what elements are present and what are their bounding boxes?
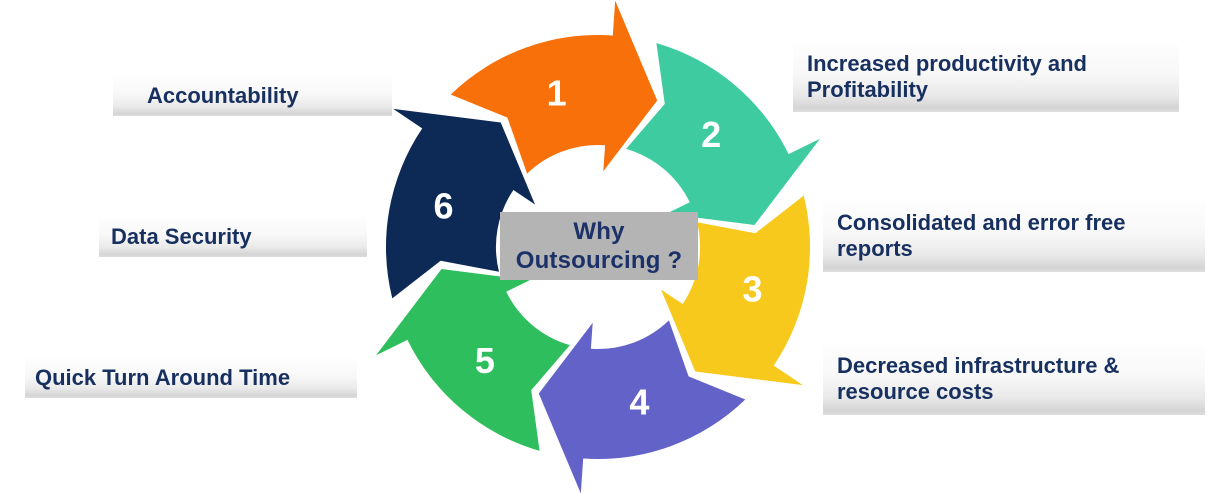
cycle-arrow-4-purple xyxy=(538,320,746,493)
label-increased-productivity-text: Increased productivity and Profitability xyxy=(807,51,1087,102)
label-consolidated-reports: Consolidated and error free reports xyxy=(823,200,1205,272)
label-quick-turn-around-time-text: Quick Turn Around Time xyxy=(35,365,291,390)
cycle-step-number-3: 3 xyxy=(742,268,762,309)
cycle-step-number-5: 5 xyxy=(475,340,495,381)
cycle-step-number-1: 1 xyxy=(547,72,567,113)
cycle-step-number-2: 2 xyxy=(701,114,721,155)
label-decreased-costs: Decreased infrastructure & resource cost… xyxy=(823,343,1205,415)
label-data-security-text: Data Security xyxy=(111,224,252,249)
center-title-box: Why Outsourcing ? xyxy=(500,212,698,280)
cycle-step-number-6: 6 xyxy=(433,186,453,227)
label-quick-turn-around-time: Quick Turn Around Time xyxy=(25,358,357,398)
label-decreased-costs-text: Decreased infrastructure & resource cost… xyxy=(837,353,1120,404)
label-increased-productivity: Increased productivity and Profitability xyxy=(793,42,1179,112)
label-accountability: Accountability xyxy=(113,76,392,116)
cycle-arrow-3-yellow xyxy=(660,195,810,386)
label-consolidated-reports-text: Consolidated and error free reports xyxy=(837,210,1126,261)
label-accountability-text: Accountability xyxy=(147,83,299,108)
center-title-line1: Why xyxy=(573,218,625,245)
cycle-arrow-6-navy xyxy=(386,108,536,299)
cycle-arrow-5-green xyxy=(376,268,570,451)
cycle-arrow-2-teal xyxy=(626,43,820,226)
cycle-step-number-4: 4 xyxy=(629,381,649,422)
label-data-security: Data Security xyxy=(99,217,367,257)
cycle-arrows-diagram: 1 2 3 4 5 6 xyxy=(376,1,820,493)
center-title-line2: Outsourcing ? xyxy=(515,247,683,274)
cycle-arrow-1-orange xyxy=(450,1,658,174)
